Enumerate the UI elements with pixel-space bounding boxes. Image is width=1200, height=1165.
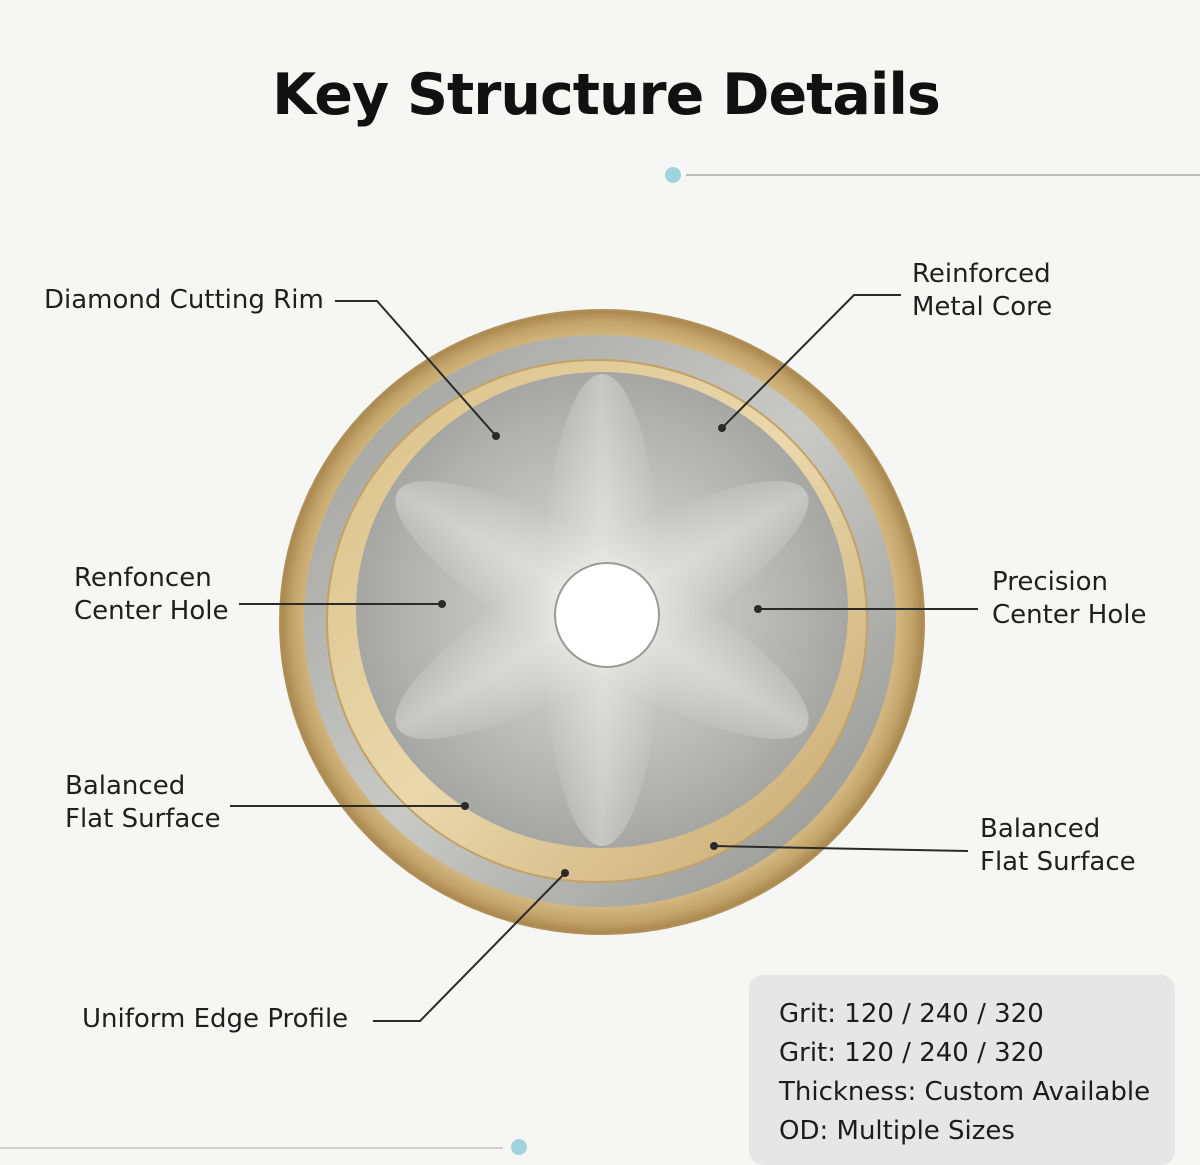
label-line: Center Hole xyxy=(74,596,229,626)
label-line: Flat Surface xyxy=(65,804,221,834)
anchor-dot xyxy=(438,600,446,608)
anchor-dot xyxy=(492,432,500,440)
anchor-dot xyxy=(561,869,569,877)
spec-line: OD: Multiple Sizes xyxy=(779,1116,1015,1146)
anchor-dot xyxy=(754,605,762,613)
page-title: Key Structure Details xyxy=(272,62,941,128)
decorative-dot xyxy=(665,167,681,183)
label-renfoncen-center-hole: Renfoncen Center Hole xyxy=(74,562,228,628)
label-line: Renfoncen xyxy=(74,563,212,593)
label-line: Flat Surface xyxy=(980,847,1136,877)
anchor-dot xyxy=(718,424,726,432)
anchor-dot xyxy=(461,802,469,810)
specs-panel: Grit: 120 / 240 / 320 Grit: 120 / 240 / … xyxy=(749,975,1175,1165)
leader-line-uniform-edge xyxy=(373,872,566,1022)
decorative-divider xyxy=(0,1147,503,1149)
label-line: Balanced xyxy=(65,771,186,801)
decorative-dot xyxy=(511,1139,527,1155)
label-reinforced-metal-core: Reinforced Metal Core xyxy=(912,258,1052,324)
spec-line: Grit: 120 / 240 / 320 xyxy=(779,999,1044,1029)
leader-line-diamond-rim xyxy=(335,300,497,437)
leader-line-metal-core xyxy=(721,294,901,429)
decorative-divider xyxy=(686,174,1200,176)
anchor-dot xyxy=(710,842,718,850)
label-line: Reinforced xyxy=(912,259,1051,289)
label-precision-center-hole: Precision Center Hole xyxy=(992,566,1146,632)
label-line: Center Hole xyxy=(992,600,1147,630)
center-hole xyxy=(554,562,660,668)
label-uniform-edge-profile: Uniform Edge Profile xyxy=(82,1004,349,1034)
label-line: Balanced xyxy=(980,814,1101,844)
label-line: Precision xyxy=(992,567,1109,597)
label-balanced-flat-surface-right: Balanced Flat Surface xyxy=(980,813,1136,879)
label-balanced-flat-surface-left: Balanced Flat Surface xyxy=(65,770,221,836)
label-line: Metal Core xyxy=(912,292,1053,322)
spec-line: Thickness: Custom Available xyxy=(779,1077,1151,1107)
leader-line-balanced-right xyxy=(713,845,969,852)
label-diamond-cutting-rim: Diamond Cutting Rim xyxy=(44,285,324,315)
spec-line: Grit: 120 / 240 / 320 xyxy=(779,1038,1044,1068)
